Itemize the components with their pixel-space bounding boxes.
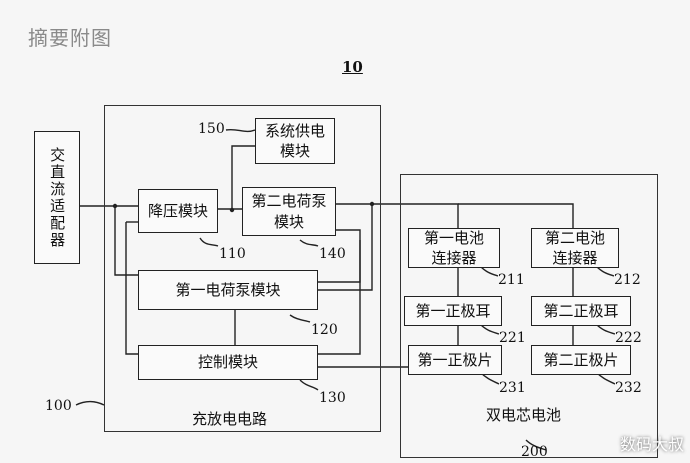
- positive-plate-2-label: 第二正极片: [543, 350, 619, 369]
- page-heading: 摘要附图: [28, 26, 112, 50]
- positive-plate-1-block: 第一正极片: [408, 345, 502, 375]
- ref-110: 110: [219, 246, 246, 262]
- first-pump-label: 第一电荷泵模块: [175, 280, 281, 299]
- ref-120: 120: [311, 322, 338, 338]
- second-pump-label: 第二电荷泵 模块: [251, 192, 327, 231]
- system-power-label: 系统供电 模块: [264, 121, 325, 160]
- ref-222: 222: [615, 330, 642, 346]
- system-power-block: 系统供电 模块: [255, 118, 335, 164]
- ref-200: 200: [521, 444, 548, 460]
- ref-232: 232: [615, 380, 642, 396]
- control-block: 控制模块: [138, 345, 318, 380]
- adapter-label: 交直流适配器: [48, 146, 67, 249]
- positive-tab-2-block: 第二正极耳: [531, 296, 631, 326]
- ref-150: 150: [198, 121, 225, 137]
- battery-connector-2-label: 第二电池 连接器: [544, 228, 605, 267]
- watermark: 数码大叔: [619, 435, 684, 454]
- buck-label: 降压模块: [147, 201, 208, 220]
- positive-tab-1-label: 第一正极耳: [415, 301, 491, 320]
- figure-number: 10: [342, 58, 363, 76]
- ref-100: 100: [45, 398, 72, 414]
- control-label: 控制模块: [197, 353, 258, 372]
- ref-212: 212: [614, 272, 641, 288]
- positive-tab-2-label: 第二正极耳: [543, 301, 619, 320]
- ref-231: 231: [499, 380, 526, 396]
- circuit-caption: 充放电电路: [192, 410, 268, 428]
- adapter-block: 交直流适配器: [34, 131, 80, 264]
- ref-130: 130: [319, 390, 346, 406]
- circuit-frame: [104, 105, 381, 432]
- battery-frame: [400, 174, 658, 458]
- second-pump-block: 第二电荷泵 模块: [242, 187, 336, 236]
- positive-plate-2-block: 第二正极片: [531, 345, 631, 375]
- battery-caption: 双电芯电池: [486, 406, 562, 424]
- battery-connector-1-label: 第一电池 连接器: [423, 228, 484, 267]
- positive-plate-1-label: 第一正极片: [417, 350, 493, 369]
- buck-block: 降压模块: [138, 189, 218, 233]
- ref-140: 140: [319, 246, 346, 262]
- positive-tab-1-block: 第一正极耳: [404, 296, 502, 326]
- battery-connector-2-block: 第二电池 连接器: [531, 228, 619, 268]
- ref-211: 211: [498, 272, 525, 288]
- battery-connector-1-block: 第一电池 连接器: [408, 228, 500, 268]
- first-pump-block: 第一电荷泵模块: [138, 270, 318, 310]
- ref-221: 221: [499, 330, 526, 346]
